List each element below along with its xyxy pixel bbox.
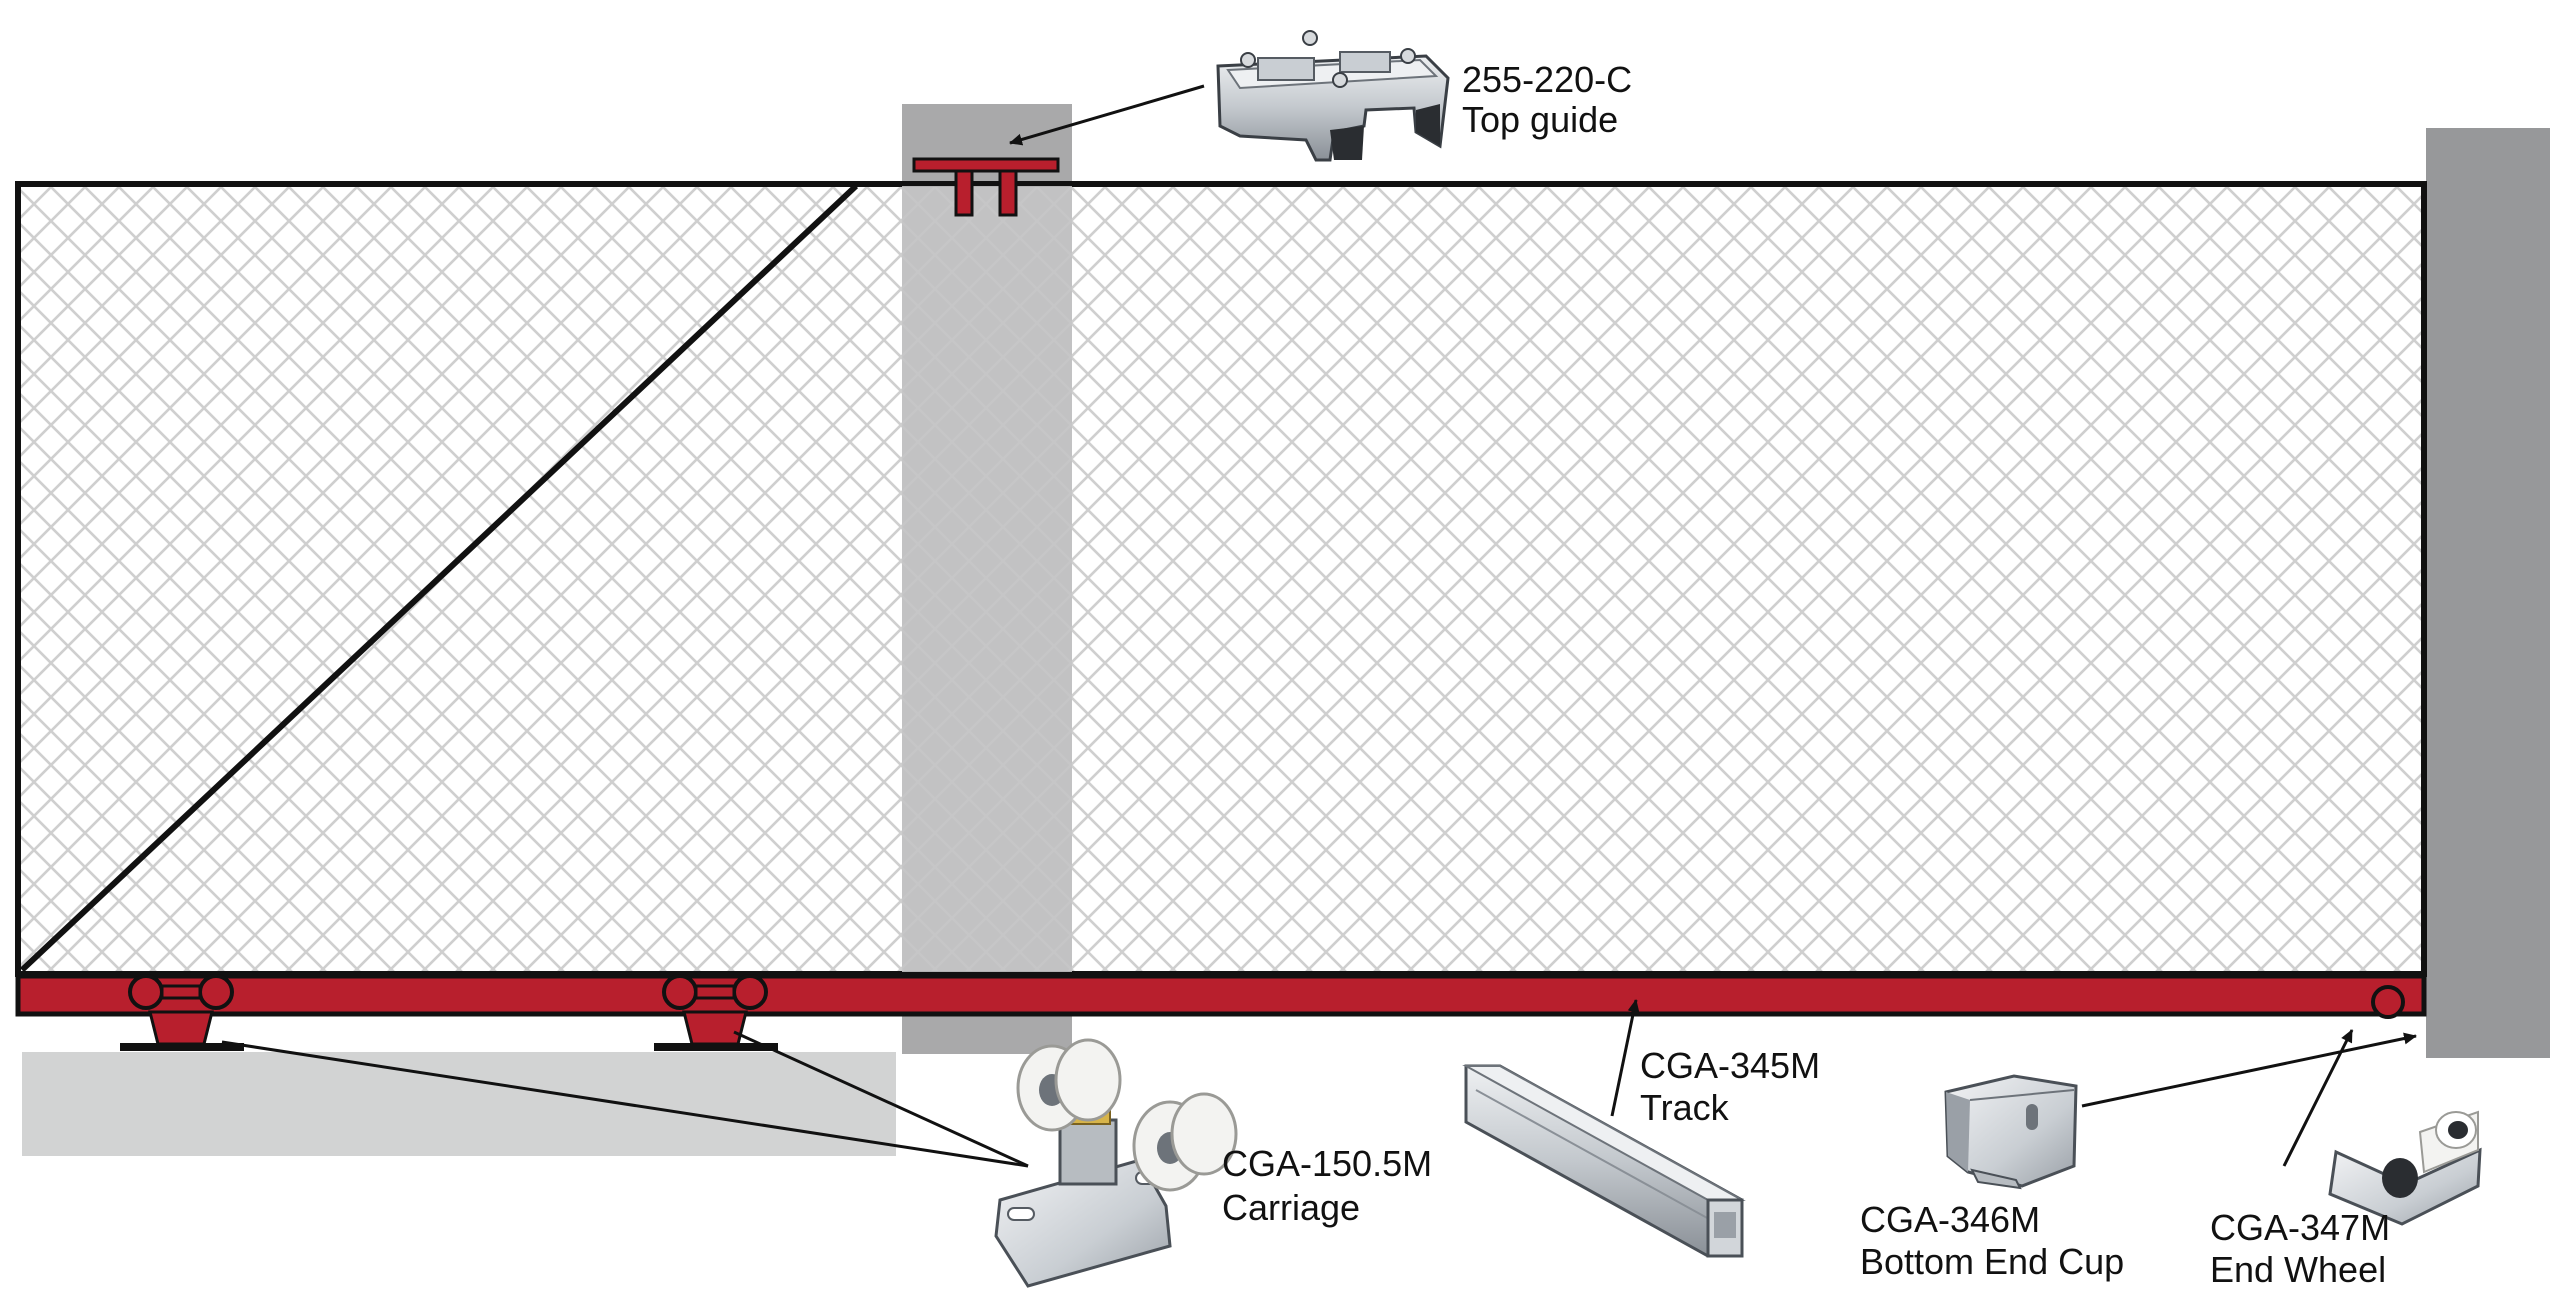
end-cup-code: CGA-346M xyxy=(1860,1199,2040,1240)
end-cup-arrow xyxy=(2081,1032,2417,1108)
top-guide-arrow xyxy=(1009,84,1205,146)
carriage-schematic-right xyxy=(654,974,778,1051)
track-profile-photo xyxy=(1462,1064,1746,1258)
track-arrow xyxy=(1610,999,1640,1117)
ground-slab xyxy=(22,1052,896,1156)
track-code: CGA-345M xyxy=(1640,1045,1820,1086)
end-wheel-arrow xyxy=(2282,1029,2354,1167)
carriage-code: CGA-150.5M xyxy=(1222,1143,1432,1184)
gate-mesh xyxy=(18,184,2424,974)
carriage-schematic-left xyxy=(120,974,244,1051)
carriage-leader-right xyxy=(733,1030,1029,1168)
carriage-wheel-assembly-photo xyxy=(994,1038,1238,1288)
end-wheel-name: End Wheel xyxy=(2210,1249,2386,1290)
top-guide-schematic xyxy=(912,157,1060,217)
gate-diagonal-brace xyxy=(19,183,859,973)
bottom-track-rail xyxy=(15,973,2427,1017)
top-guide-bracket-photo xyxy=(1216,30,1450,162)
carriage-name: Carriage xyxy=(1222,1187,1360,1228)
end-post xyxy=(2426,128,2550,1058)
end-wheel-code: CGA-347M xyxy=(2210,1207,2390,1248)
end-wheel-schematic xyxy=(2371,985,2405,1019)
track-name: Track xyxy=(1640,1087,1730,1128)
end-wheel-photo xyxy=(2328,1110,2482,1226)
top-guide-code: 255-220-C xyxy=(1462,59,1632,100)
carriage-leader-left xyxy=(221,1040,1029,1168)
end-cup-photo xyxy=(1944,1074,2078,1190)
support-post-overlay xyxy=(902,186,1072,972)
end-cup-name: Bottom End Cup xyxy=(1860,1241,2124,1282)
top-guide-name: Top guide xyxy=(1462,99,1618,140)
